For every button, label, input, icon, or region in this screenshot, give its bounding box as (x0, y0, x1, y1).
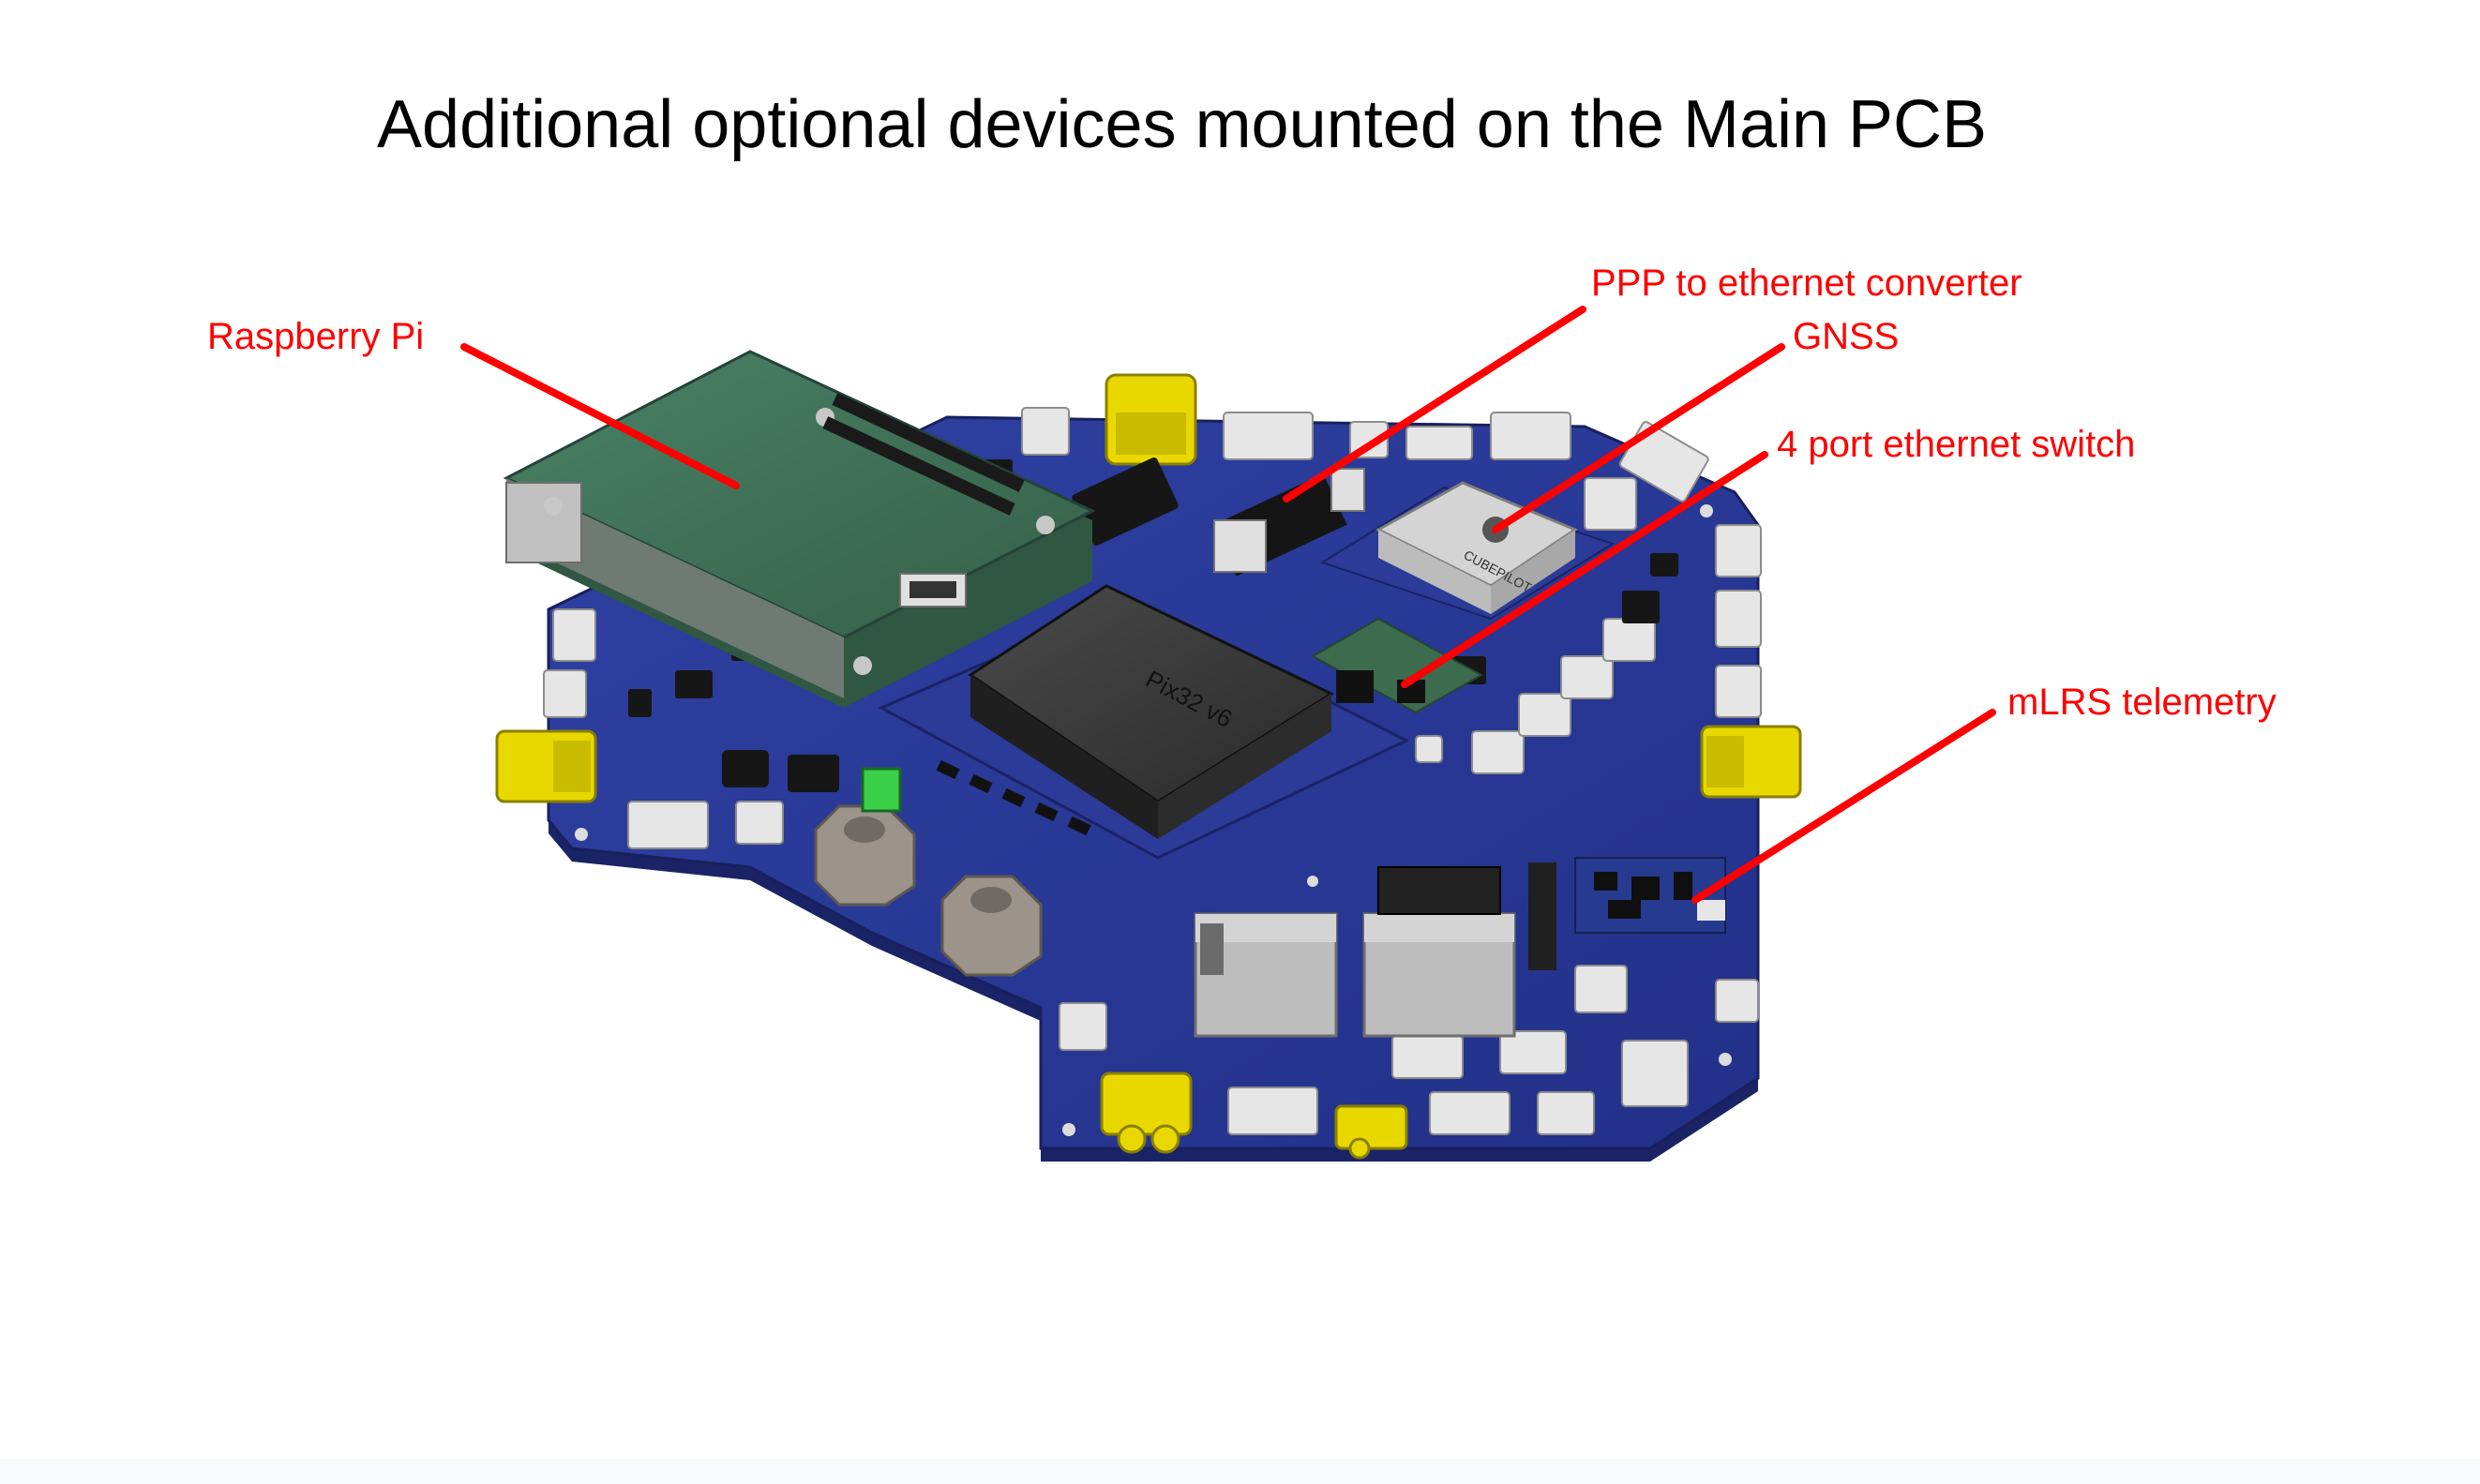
hex-standoffs (814, 804, 1043, 977)
arrow-mlrs (1691, 709, 1996, 904)
ppp-converter (1212, 468, 1365, 577)
label-gnss: GNSS (1793, 316, 1900, 357)
arrow-gnss (1492, 343, 1785, 533)
raspberry-pi-board (503, 350, 1096, 708)
annotation-arrows (460, 306, 1996, 904)
flight-controller-pix32: Pix32 v6 (878, 584, 1410, 860)
arrow-raspberry-pi (460, 343, 740, 489)
gnss-module: CUBEPILOT (1319, 481, 1616, 621)
ethernet-jacks (1194, 862, 1556, 1038)
mlrs-telemetry-board (1574, 857, 1726, 934)
ethernet-switch-board (1310, 617, 1484, 714)
footer-bar (0, 1459, 2480, 1484)
arrow-ppp-converter (1283, 306, 1586, 502)
label-ppp-converter: PPP to ethernet converter (1591, 262, 2022, 304)
label-raspberry-pi: Raspberry Pi (207, 316, 425, 357)
yellow-xt-connectors (495, 373, 1802, 1160)
page-title: Additional optional devices mounted on t… (377, 87, 1988, 162)
label-mlrs-telemetry: mLRS telemetry (2007, 682, 2277, 723)
label-ethernet-switch: 4 port ethernet switch (1777, 424, 2136, 465)
arrow-ethernet-switch (1401, 451, 1768, 688)
